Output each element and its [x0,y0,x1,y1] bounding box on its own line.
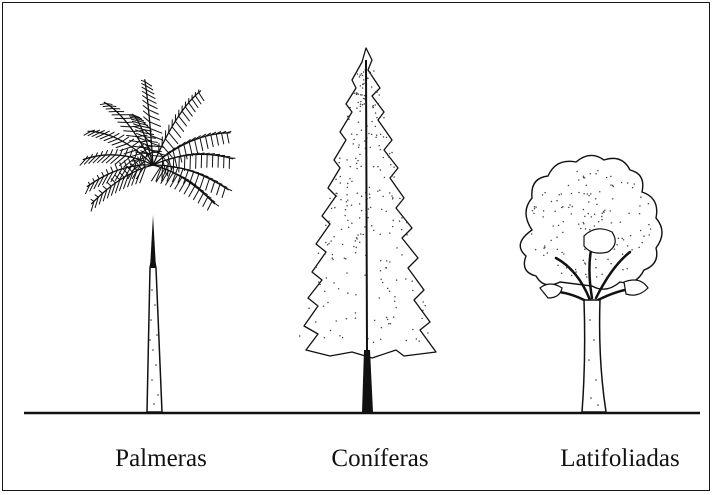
palm-tree [80,80,235,412]
label-latifoliadas: Latifoliadas [560,445,679,479]
conifer-tree [299,48,436,412]
broadleaf-trunk [582,300,606,412]
broadleaf-crown [520,155,662,289]
palm-trunk [147,259,162,412]
label-coniferas: Coníferas [331,445,428,479]
conifer-outline [304,48,436,358]
label-palmeras: Palmeras [115,445,207,479]
broadleaf-tree [520,155,662,412]
conifer-trunk [362,350,373,412]
